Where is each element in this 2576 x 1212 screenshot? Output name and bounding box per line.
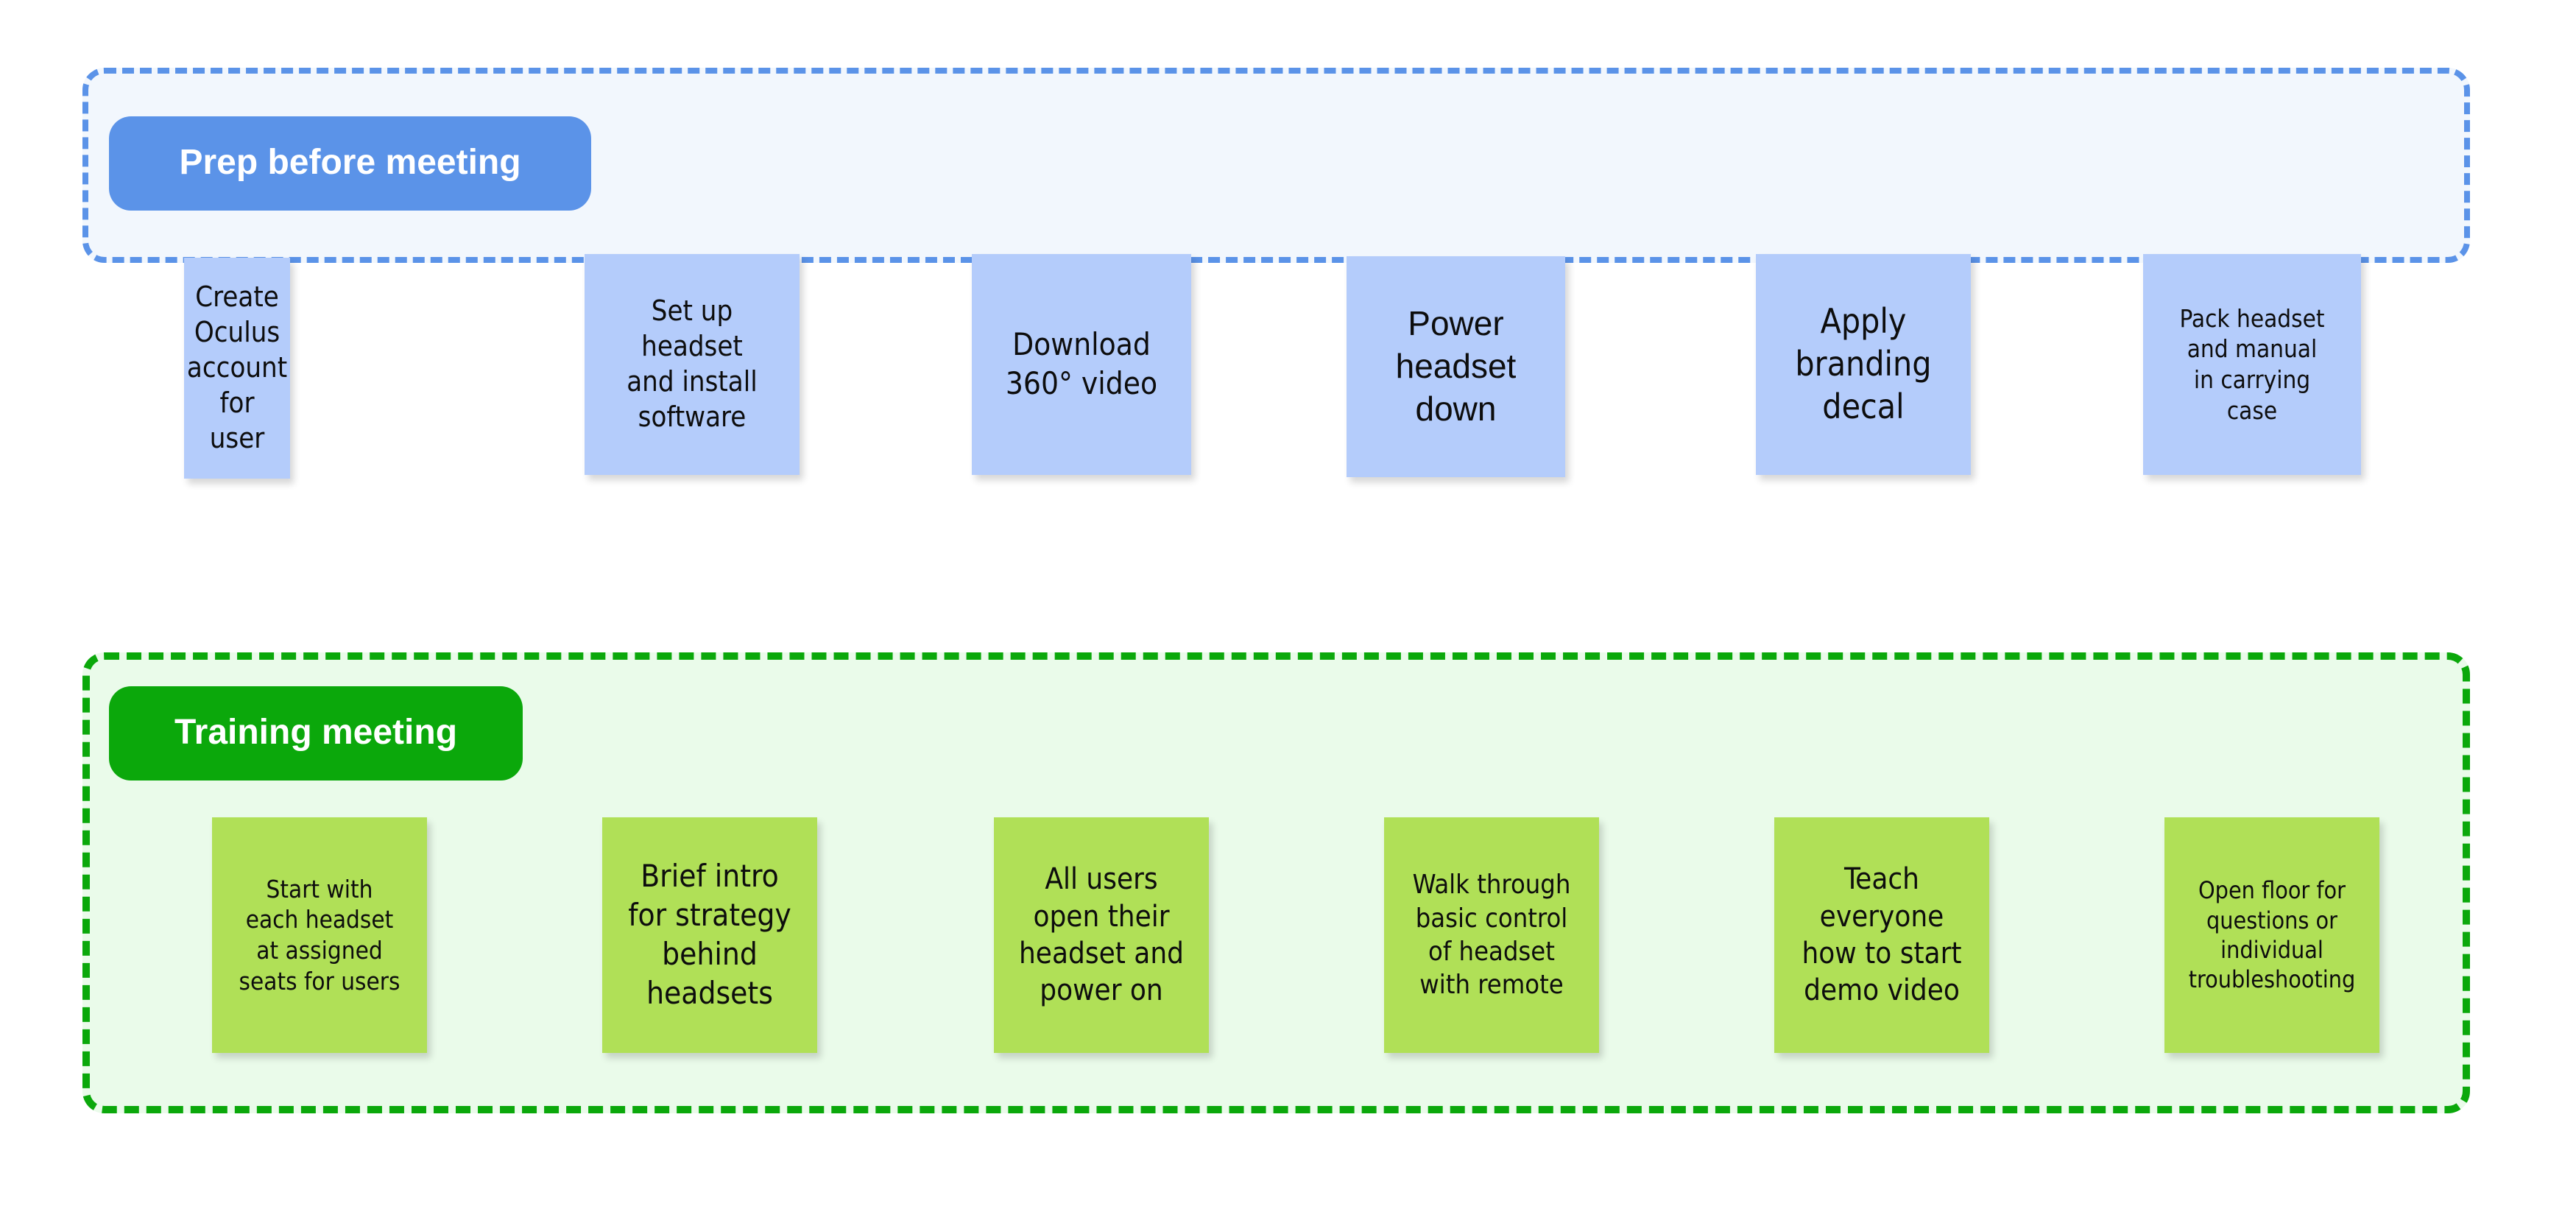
step-card-teach-start-demo-video[interactable]: Teach everyone how to start demo video	[1774, 817, 1989, 1053]
step-card-start-with-each-headset[interactable]: Start with each headset at assigned seat…	[212, 817, 427, 1053]
step-card-pack-headset-and-manual[interactable]: Pack headset and manual in carrying case	[2143, 254, 2361, 475]
step-card-brief-intro-strategy[interactable]: Brief intro for strategy behind headsets	[602, 817, 817, 1053]
step-card-download-360-video[interactable]: Download 360° video	[972, 254, 1191, 475]
step-card-walk-through-basic-control[interactable]: Walk through basic control of headset wi…	[1384, 817, 1599, 1053]
step-card-set-up-headset[interactable]: Set up headset and install software	[585, 254, 800, 475]
step-card-open-floor-questions[interactable]: Open floor for questions or individual t…	[2164, 817, 2379, 1053]
lane-title-training-meeting: Training meeting	[109, 686, 523, 781]
lane-title-prep-before-meeting: Prep before meeting	[109, 116, 591, 211]
step-card-apply-branding-decal[interactable]: Apply branding decal	[1756, 254, 1971, 475]
step-card-all-users-open-headset[interactable]: All users open their headset and power o…	[994, 817, 1209, 1053]
step-card-create-oculus-account[interactable]: Create Oculus account for user	[184, 258, 290, 479]
step-card-power-headset-down[interactable]: Power headset down	[1347, 256, 1565, 477]
